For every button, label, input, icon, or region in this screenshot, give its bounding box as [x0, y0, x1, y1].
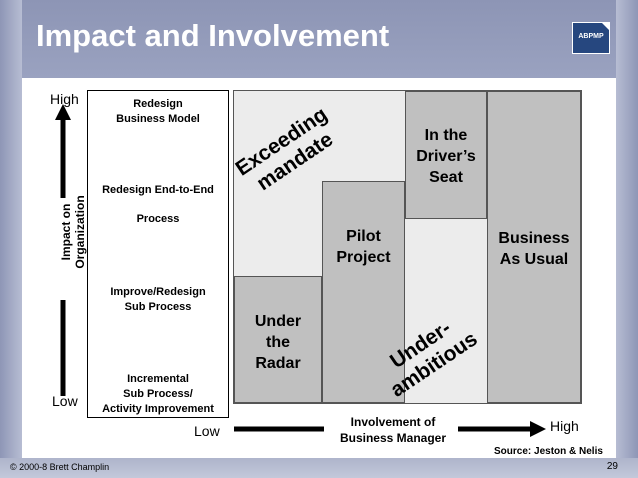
y-axis-title-line1: Impact on — [59, 203, 73, 261]
level-sub-process: Improve/Redesign Sub Process — [88, 285, 228, 315]
level-process: Process — [88, 212, 228, 227]
quadrant-label: Pilot Project — [323, 226, 404, 268]
abpmp-logo-icon: ABPMP — [572, 22, 610, 54]
title-bar — [22, 0, 616, 78]
level-text: Business Model — [116, 113, 200, 125]
y-axis-high-label: High — [50, 91, 79, 107]
right-border-strip — [616, 0, 638, 478]
y-arrowhead — [55, 104, 71, 120]
level-text: Incremental — [127, 373, 189, 385]
level-text: Redesign — [133, 98, 183, 110]
quadrant-pilot-project: Pilot Project — [322, 181, 405, 403]
level-text: Activity Improvement — [102, 403, 214, 415]
x-arrow-shaft-left — [234, 426, 324, 432]
level-end-to-end: Redesign End-to-End — [88, 183, 228, 198]
quadrant-text: Project — [336, 249, 391, 266]
quadrant-in-the-drivers-seat: In the Driver’s Seat — [405, 91, 487, 219]
quadrant-text: Pilot — [346, 228, 381, 245]
quadrant-text: In the — [424, 127, 468, 144]
logo-fold — [601, 22, 610, 31]
level-text: Sub Process — [124, 301, 192, 313]
quadrant-business-as-usual: Business As Usual — [487, 91, 581, 403]
level-text: Improve/Redesign — [110, 286, 206, 298]
slide-title: Impact and Involvement — [36, 18, 390, 53]
x-axis-high-label: High — [550, 418, 579, 434]
quadrant-text: Business — [498, 230, 570, 247]
left-border-strip — [0, 0, 22, 478]
x-axis-title: Involvement of Business Manager — [320, 414, 466, 446]
y-arrow-shaft-upper — [60, 118, 66, 198]
logo-text: ABPMP — [578, 33, 604, 40]
x-axis-low-label: Low — [194, 423, 220, 439]
y-axis-title: Impact on Organization — [59, 177, 87, 287]
level-text: Redesign End-to-End — [102, 184, 214, 196]
y-axis-arrow — [55, 104, 71, 396]
x-arrow-shaft-right — [458, 426, 532, 432]
footer-bar: © 2000-8 Brett Champlin 29 — [0, 458, 638, 478]
x-arrowhead — [530, 421, 546, 437]
level-business-model: Redesign Business Model — [88, 97, 228, 127]
level-text: Process — [136, 213, 180, 225]
x-axis-title-line1: Involvement of — [350, 415, 436, 429]
quadrant-text: Radar — [255, 355, 301, 372]
y-arrow-shaft-lower — [60, 300, 66, 396]
quadrant-label: Under the Radar — [235, 311, 321, 374]
copyright-text: © 2000-8 Brett Champlin — [10, 462, 110, 472]
x-axis-arrow — [234, 421, 546, 437]
quadrant-text: Seat — [429, 169, 463, 186]
quadrant-text: Under — [254, 313, 302, 330]
level-text: Sub Process/ — [123, 388, 193, 400]
y-axis-low-label: Low — [52, 393, 78, 409]
y-axis-title-line2: Organization — [73, 195, 87, 269]
quadrant-text: Driver’s — [416, 148, 476, 165]
quadrant-grid: Under the Radar Pilot Project In the Dri… — [233, 90, 582, 404]
improvement-levels-box: Redesign Business Model Redesign End-to-… — [87, 90, 229, 418]
quadrant-text: the — [266, 334, 290, 351]
source-citation: Source: Jeston & Nelis — [494, 446, 603, 457]
x-axis-title-line2: Business Manager — [339, 431, 447, 445]
quadrant-text: As Usual — [499, 251, 569, 268]
level-incremental: Incremental Sub Process/ Activity Improv… — [88, 372, 228, 417]
page-number: 29 — [606, 461, 618, 472]
quadrant-label: Business As Usual — [488, 228, 580, 270]
quadrant-under-the-radar: Under the Radar — [234, 276, 322, 403]
quadrant-label: In the Driver’s Seat — [406, 125, 486, 188]
